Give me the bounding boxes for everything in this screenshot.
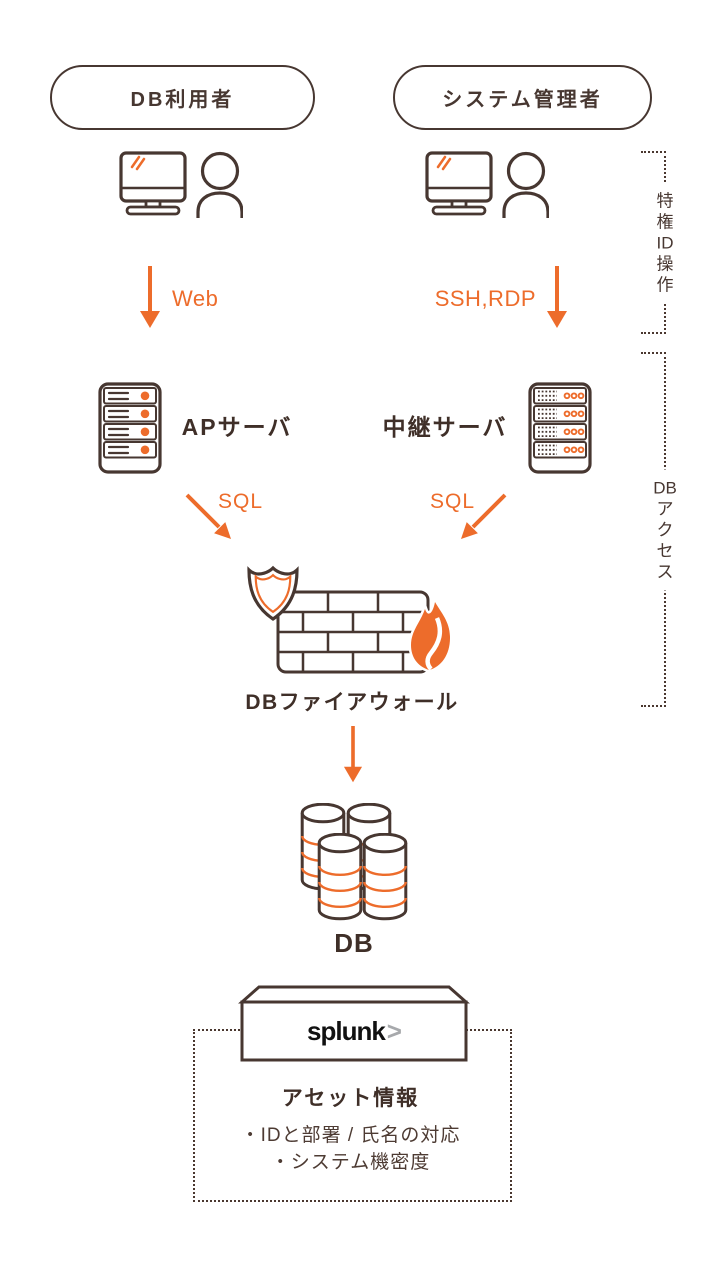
actor-label-db-user: DB利用者 [130, 89, 235, 111]
actor-pill-system-admin: システム管理者 [393, 65, 652, 130]
relay-server-label: 中継サーバ [382, 414, 508, 440]
ssh-rdp-arrow-down-icon [547, 266, 567, 328]
bracket-char: 特 [656, 191, 674, 210]
asset-info-item: ・システム機密度 [270, 1152, 431, 1173]
sql-right-label: SQL [430, 490, 476, 513]
firewall-to-db-arrow-icon [343, 726, 363, 783]
bracket-char: ス [656, 562, 674, 581]
ap-server-label: APサーバ [181, 414, 293, 440]
bracket-char: 作 [656, 275, 674, 294]
sql-arrow-left-icon [185, 493, 231, 539]
bracket-char: ア [656, 499, 674, 518]
db-label: DB [334, 928, 374, 958]
splunk-wordmark: splunk [307, 1015, 386, 1046]
ap-server-icon [98, 382, 162, 474]
asset-info-items: ・IDと部署 / 氏名の対応 ・システム機密度 [193, 1122, 508, 1176]
asset-info-item: ・IDと部署 / 氏名の対応 [240, 1125, 461, 1146]
bracket-char: 権 [656, 212, 674, 231]
bracket-char: ID [656, 233, 674, 252]
actor-pill-db-user: DB利用者 [50, 65, 315, 130]
ssh-rdp-arrow-label: SSH,RDP [434, 286, 536, 311]
workstation-user-icon [119, 151, 243, 218]
bracket-privileged-id-label: 特 権 ID 操 作 [655, 182, 675, 303]
bracket-char: 操 [656, 254, 674, 273]
db-cylinder-icon [362, 833, 408, 921]
db-firewall-icon [247, 565, 453, 674]
bracket-char: ク [656, 520, 674, 539]
web-arrow-label: Web [172, 286, 219, 311]
relay-server-icon [528, 382, 592, 474]
asset-info-title: アセット情報 [281, 1087, 420, 1110]
bracket-db-access: DB ア ク セ ス [641, 352, 678, 707]
bracket-db-access-label: DB ア ク セ ス [652, 469, 678, 590]
web-arrow-down-icon [140, 266, 160, 328]
splunk-box-icon [238, 985, 470, 1062]
splunk-chevron-icon: > [386, 1015, 402, 1046]
bracket-char: DB [653, 478, 677, 497]
db-firewall-label: DBファイアウォール [245, 691, 459, 714]
bracket-privileged-id: 特 権 ID 操 作 [641, 151, 675, 334]
sql-left-label: SQL [218, 490, 264, 513]
sql-arrow-right-icon [461, 493, 507, 539]
bracket-char: セ [656, 541, 674, 560]
flame-icon [408, 594, 453, 673]
workstation-admin-icon [425, 151, 549, 218]
splunk-logo: splunk> [242, 1012, 466, 1050]
db-cylinder-icon [317, 833, 363, 921]
actor-label-system-admin: システム管理者 [442, 89, 603, 111]
